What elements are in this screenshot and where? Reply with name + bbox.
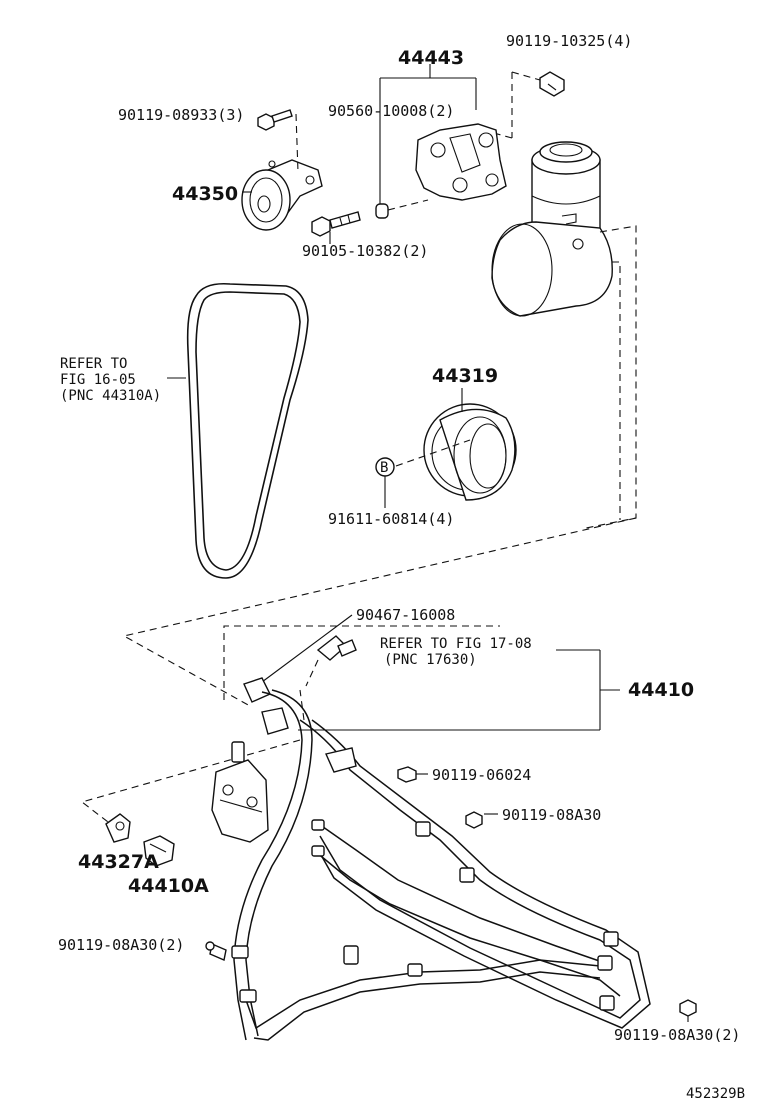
label-refer-16-05-line1: REFER TO — [60, 356, 127, 372]
label-90119-08A30-2-right: 90119-08A30(2) — [614, 1026, 740, 1044]
label-44350: 44350 — [172, 183, 238, 205]
drive-belt — [167, 282, 309, 579]
label-90467-16008: 90467-16008 — [356, 606, 455, 624]
pressure-switch — [261, 614, 357, 687]
clip-44327a — [105, 813, 131, 843]
bracket-44443-callout — [379, 64, 477, 205]
label-90105-10382: 90105-10382(2) — [302, 242, 428, 260]
label-91611-60814: 91611-60814(4) — [328, 510, 454, 528]
union-bolt-44410a — [143, 835, 175, 867]
label-44327a: 44327A — [78, 851, 159, 873]
guide-lines — [80, 517, 637, 823]
bolt-90119-10325 — [489, 71, 565, 139]
hose-assembly-44410 — [231, 677, 651, 1041]
label-refer-16-05-line2: FIG 16-05 — [60, 372, 136, 388]
label-44410a: 44410A — [128, 875, 209, 897]
label-refer-17-08-line2: (PNC 17630) — [384, 652, 477, 668]
label-90119-10325: 90119-10325(4) — [506, 32, 632, 50]
bolt-90119-08A30-right — [679, 999, 697, 1022]
bolt-90119-08A30-left — [205, 941, 227, 961]
bolt-90105-10382 — [311, 211, 361, 244]
assy-44410-callout — [298, 649, 620, 731]
pulley-44319 — [395, 388, 517, 501]
label-90119-06024: 90119-06024 — [432, 766, 531, 784]
bracket-44443 — [415, 123, 507, 201]
label-44443: 44443 — [398, 47, 464, 69]
marker-b — [375, 457, 395, 508]
label-90560-10008: 90560-10008(2) — [328, 102, 454, 120]
label-44319: 44319 — [432, 365, 498, 387]
label-90119-08A30-2-left: 90119-08A30(2) — [58, 936, 184, 954]
label-refer-16-05-line3: (PNC 44310A) — [60, 388, 161, 404]
label-refer-17-08-line1: REFER TO FIG 17-08 — [380, 636, 532, 652]
bolt-90119-06024 — [397, 766, 428, 783]
diagram-id: 452329B — [686, 1086, 745, 1102]
label-90119-08933: 90119-08933(3) — [118, 106, 244, 124]
gear-valve-body — [211, 741, 269, 843]
bolt-90119-08A30 — [465, 811, 498, 829]
label-marker-b: B — [380, 460, 388, 476]
label-90119-08A30: 90119-08A30 — [502, 806, 601, 824]
bolt-90119-08933 — [257, 109, 299, 173]
idler-pulley-44350 — [241, 159, 323, 231]
power-steering-pump — [491, 141, 637, 529]
collar-90560-10008 — [375, 199, 429, 219]
label-44410: 44410 — [628, 679, 694, 701]
